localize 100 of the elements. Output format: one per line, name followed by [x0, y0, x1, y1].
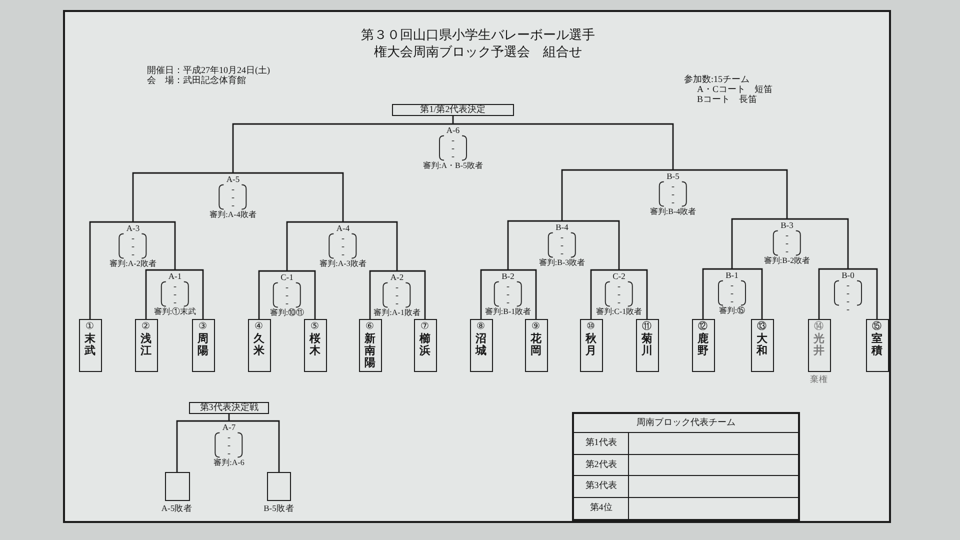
team-name: 周陽 — [197, 333, 209, 357]
referee-note: 審判:A・B-5敗者 — [423, 161, 483, 170]
team-number: ③ — [198, 321, 208, 333]
team-number: ⑩ — [586, 321, 596, 332]
team-name: 室積 — [871, 333, 883, 357]
bracket-line — [507, 220, 562, 270]
referee-note: 審判:⑩⑪ — [270, 308, 304, 317]
referee-note: 審判:C-1敗者 — [596, 307, 642, 316]
team-name: 新南陽 — [364, 333, 376, 369]
score-field: - - - — [604, 281, 634, 307]
match-code: A-7 — [222, 423, 236, 432]
team-box — [524, 319, 548, 372]
referee-note: 審判:B-1敗者 — [484, 307, 532, 316]
team-name: 花岡 — [530, 333, 542, 357]
referee-note: 審判:A-1敗者 — [374, 308, 420, 317]
score-field: - - - — [438, 135, 468, 161]
team-number: ⑭ — [814, 321, 824, 332]
bracket-line — [233, 172, 344, 222]
score-field: - - - — [547, 232, 577, 258]
team-box — [808, 319, 830, 372]
score-field: - - - — [328, 233, 358, 259]
bracket-line — [258, 270, 287, 319]
team-name: 秋月 — [585, 333, 597, 357]
score-field: - - - — [214, 432, 244, 458]
bracket-line — [508, 269, 537, 319]
match-code: B-0 — [842, 271, 854, 280]
team-number: ② — [142, 321, 150, 332]
match-code: A-3 — [126, 224, 140, 233]
team-number: ⑦ — [420, 321, 430, 332]
score-field: - - - — [118, 233, 148, 259]
bracket-line — [480, 269, 508, 319]
score-field: - - - — [160, 281, 190, 307]
heading-box: 第1/第2代表決定 — [392, 104, 514, 116]
bracket-line — [619, 269, 648, 319]
score-field: - - - — [493, 281, 523, 307]
team-box — [414, 319, 436, 372]
match-code: A-4 — [336, 224, 350, 233]
team-number: ⑪ — [642, 321, 652, 332]
team-number: ④ — [254, 321, 264, 332]
match-code: A-5 — [226, 175, 240, 184]
team-number: ⑮ — [872, 321, 882, 332]
referee-note: 審判:⑮ — [718, 306, 746, 315]
team-name: 大和 — [756, 333, 768, 357]
team-box — [580, 319, 602, 372]
score-field: - - - — [658, 181, 688, 207]
team-number: ① — [86, 321, 94, 332]
team-name: 桜木 — [309, 333, 321, 357]
match-code: A-2 — [390, 273, 404, 282]
referee-note: 審判:B-3敗者 — [538, 258, 586, 267]
match-code: A-6 — [446, 126, 460, 135]
referee-note: 審判:A-2敗者 — [110, 259, 156, 268]
bracket-line — [818, 268, 848, 319]
team-number: ⑧ — [476, 321, 486, 333]
bracket-line — [561, 169, 673, 221]
team-name: 沼城 — [475, 333, 487, 357]
bracket-line — [133, 221, 176, 270]
bracket-line — [673, 169, 788, 219]
bracket-line — [89, 221, 133, 319]
info-text: A・Cコート 短笛 — [697, 84, 773, 94]
bracket-line — [176, 420, 229, 472]
row-label: 第3代表 — [574, 476, 629, 498]
team-box — [866, 319, 888, 372]
bracket-line — [145, 269, 175, 319]
team-name: 浅江 — [140, 333, 152, 357]
match-code: C-2 — [612, 272, 626, 281]
team-number: ⑫ — [698, 321, 708, 332]
bracket-line — [848, 268, 878, 319]
referee-note: 審判:A-6 — [214, 458, 244, 467]
team-number: ⑥ — [366, 321, 374, 332]
team-box — [304, 319, 326, 372]
team-name: 櫛浜 — [419, 333, 431, 357]
referee-note: 審判:A-4敗者 — [210, 210, 256, 219]
bracket-line — [287, 270, 316, 319]
blank-team-box — [267, 472, 291, 501]
team-name: 鹿野 — [697, 333, 709, 357]
table-header: 周南ブロック代表チーム — [574, 414, 798, 433]
match-code: B-5 — [666, 172, 680, 181]
match-code: C-1 — [280, 273, 294, 282]
score-field: - - - — [382, 282, 412, 308]
match-code: B-1 — [726, 271, 738, 280]
bracket-line — [343, 221, 398, 271]
team-box — [636, 319, 658, 372]
referee-note: 審判:①末武 — [154, 307, 196, 316]
info-text: 参加数:15チーム — [684, 74, 750, 84]
referee-note: 審判:A-3敗者 — [320, 259, 366, 268]
bracket-line — [562, 220, 620, 270]
title: 第３０回山口県小学生バレーボール選手権大会周南ブロック予選会 組合せ — [360, 26, 596, 60]
bracket-line — [132, 172, 233, 222]
box-caption: 棄権 — [810, 374, 828, 384]
score-field: - - - — [272, 282, 302, 308]
bracket-line — [286, 221, 343, 271]
bracket-line — [175, 269, 204, 319]
team-box — [750, 319, 774, 372]
match-code: A-1 — [168, 272, 182, 281]
bracket-line — [702, 268, 732, 319]
bracket-line — [590, 269, 619, 319]
team-name: 末武 — [84, 333, 96, 357]
bracket-line — [787, 218, 849, 269]
blank-team-box — [164, 472, 190, 501]
bracket-line — [229, 420, 280, 472]
